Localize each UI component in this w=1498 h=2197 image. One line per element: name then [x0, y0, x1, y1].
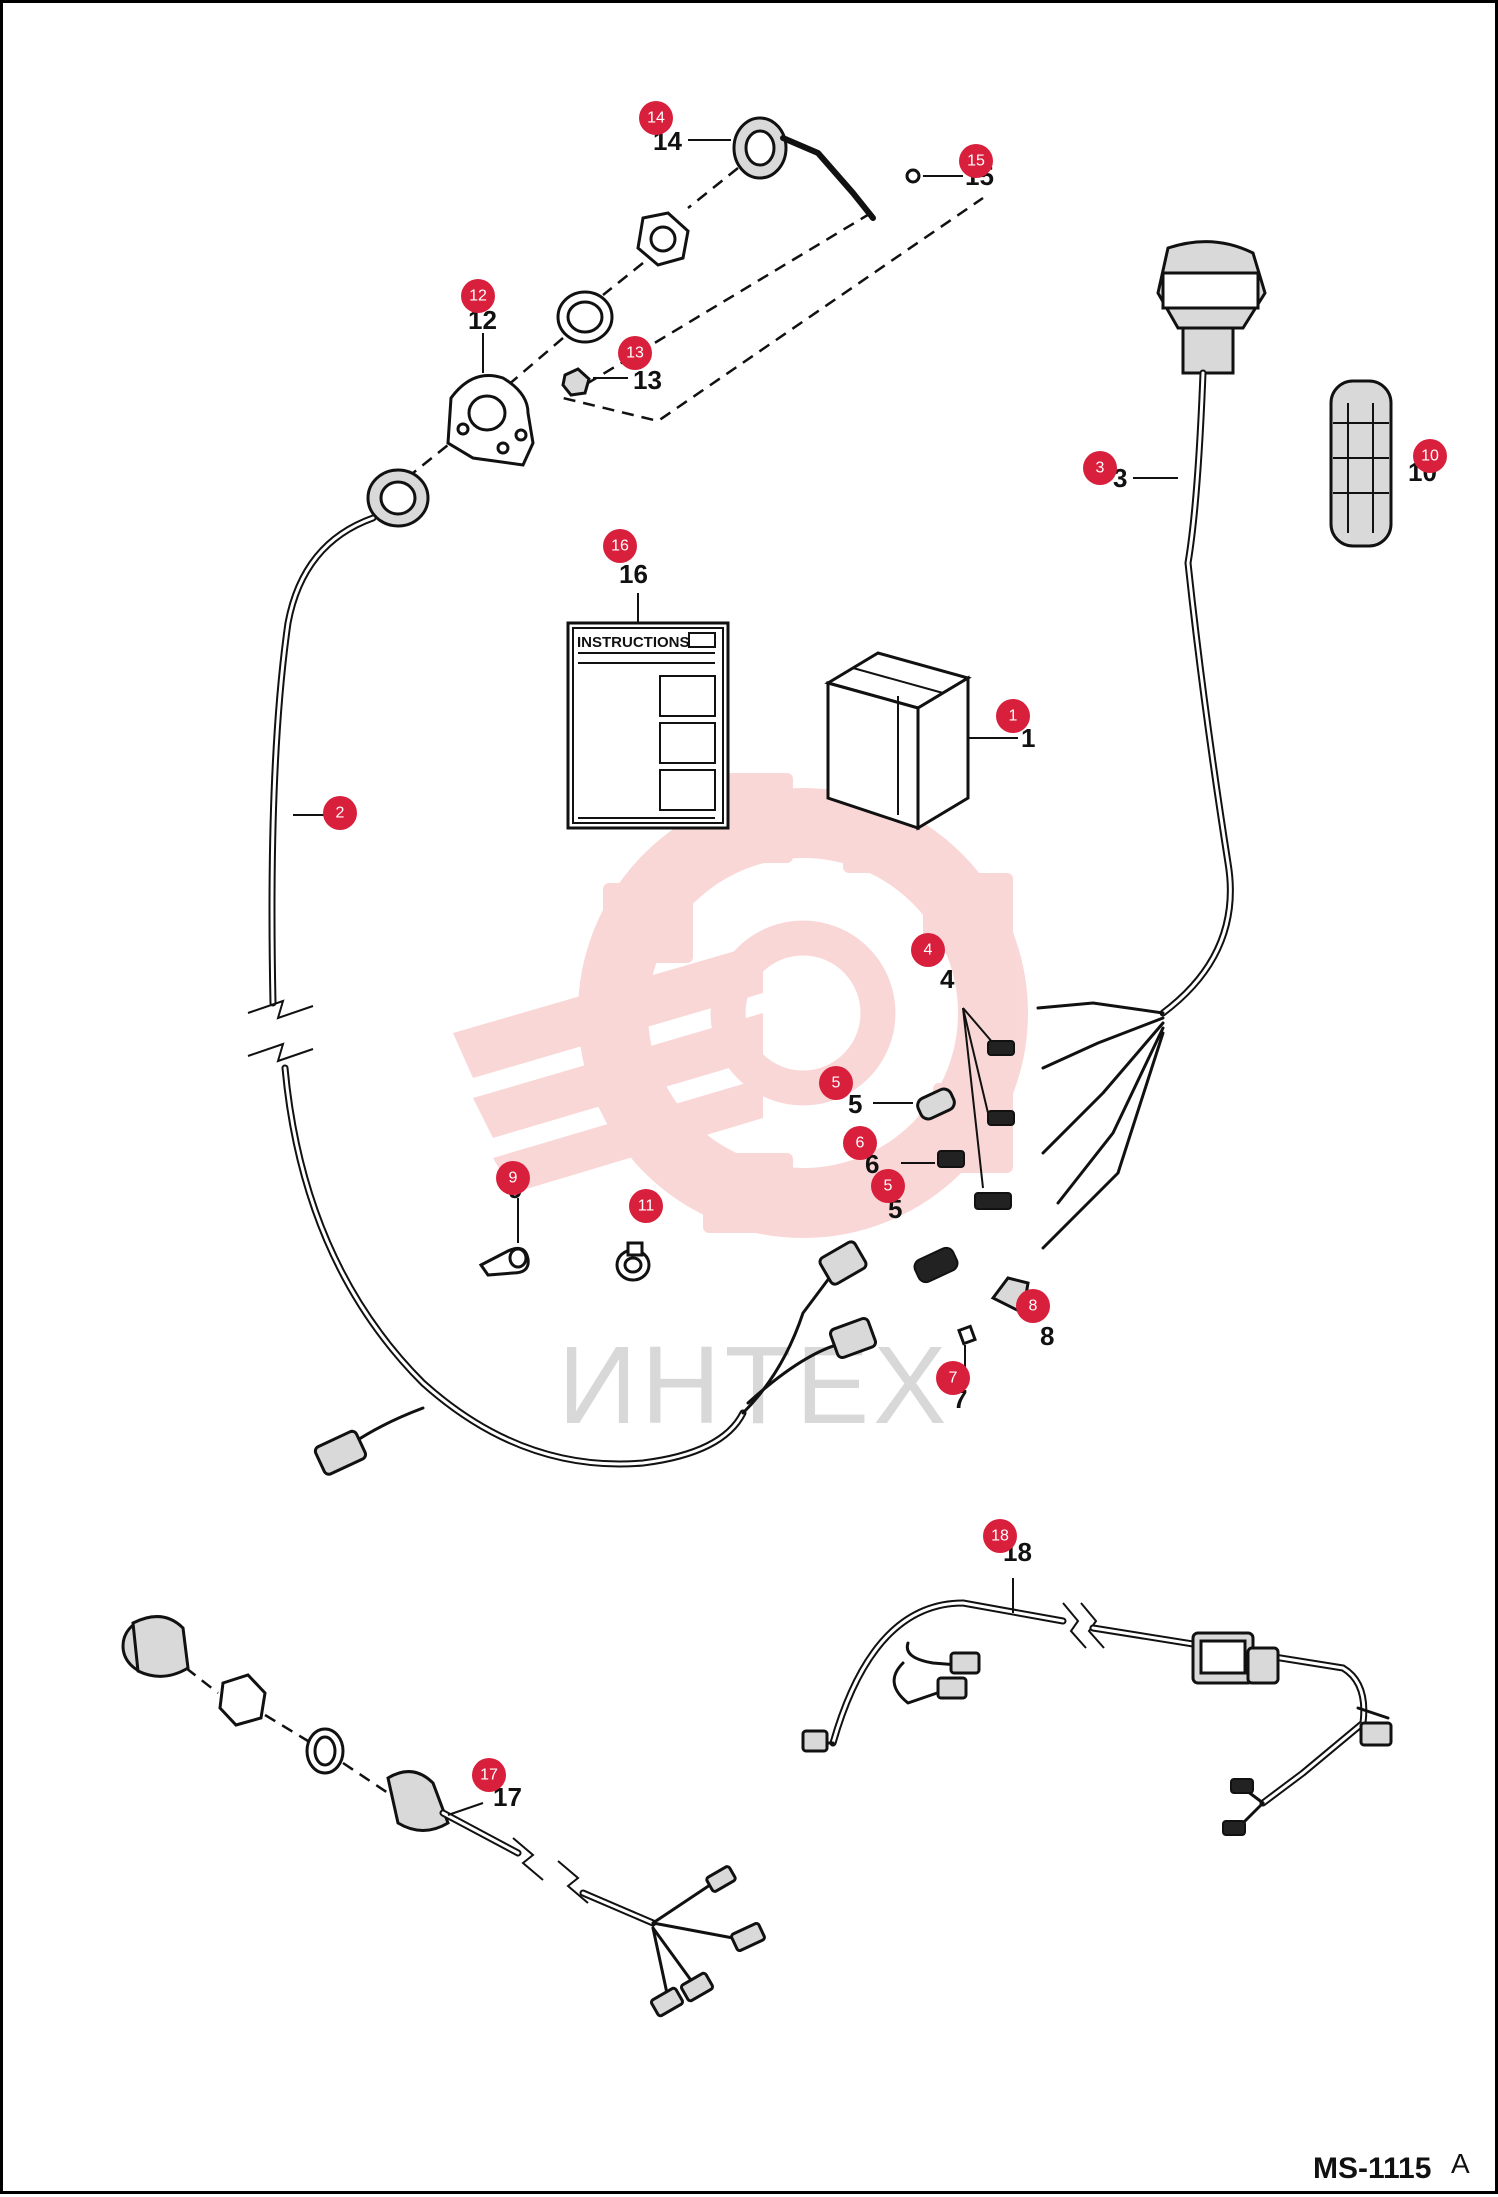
svg-text:1: 1 [1009, 708, 1018, 725]
assembly-line [687, 167, 739, 209]
drawing-revision: A [1451, 2148, 1470, 2179]
part-9-terminal [478, 1198, 530, 1277]
svg-text:2: 2 [336, 805, 345, 822]
callout-badge-15[interactable]: 15 [959, 144, 993, 178]
part-4-connectors [962, 1007, 1015, 1210]
watermark-text: ИНТЕХ [558, 1324, 950, 1447]
svg-text:18: 18 [991, 1528, 1009, 1545]
svg-text:8: 8 [1029, 1298, 1038, 1315]
part-13-nut [561, 367, 628, 397]
svg-text:16: 16 [611, 538, 629, 555]
part-16-instructions-sheet [566, 593, 730, 830]
washer-ring [556, 290, 614, 344]
callout-badge-4[interactable]: 4 [911, 933, 945, 967]
part-15-screw [905, 168, 963, 184]
callout-badge-11[interactable]: 11 [629, 1189, 663, 1223]
callout-badge-10[interactable]: 10 [1413, 439, 1447, 473]
part-2-harness [247, 468, 878, 1476]
part-10-grip [1329, 379, 1393, 548]
assembly-line [559, 196, 984, 423]
part-18-assembly [801, 1578, 1393, 1836]
callout-badge-1[interactable]: 1 [996, 699, 1030, 733]
drawing-code: MS-1115 [1313, 2152, 1431, 2185]
assembly-line [602, 262, 644, 296]
hex-nut [636, 211, 690, 267]
svg-text:3: 3 [1096, 460, 1105, 477]
svg-text:5: 5 [884, 1178, 893, 1195]
callout-badge-14[interactable]: 14 [639, 101, 673, 135]
callout-badge-2[interactable]: 2 [323, 796, 357, 830]
part-3-harness [1036, 240, 1267, 1250]
svg-text:5: 5 [832, 1075, 841, 1092]
callout-badge-6[interactable]: 6 [843, 1126, 877, 1160]
callout-badge-17[interactable]: 17 [472, 1758, 506, 1792]
part-7-clip [957, 1324, 977, 1378]
part-13-number: 13 [633, 365, 662, 395]
svg-text:13: 13 [626, 345, 644, 362]
part-17-assembly [121, 1615, 766, 2018]
part-16-number: 16 [619, 559, 648, 589]
instructions-label: INSTRUCTIONS [577, 634, 690, 651]
part-12-bracket [446, 333, 535, 467]
part-6-connector [901, 1150, 965, 1168]
callout-badge-3[interactable]: 3 [1083, 451, 1117, 485]
part-5-connector-lower [913, 1246, 959, 1284]
callout-badge-7[interactable]: 7 [936, 1361, 970, 1395]
svg-text:7: 7 [949, 1370, 958, 1387]
callout-badge-16[interactable]: 16 [603, 529, 637, 563]
svg-text:6: 6 [856, 1135, 865, 1152]
svg-text:14: 14 [647, 110, 665, 127]
callout-badge-8[interactable]: 8 [1016, 1289, 1050, 1323]
callout-badge-12[interactable]: 12 [461, 279, 495, 313]
svg-text:4: 4 [924, 942, 933, 959]
parts-diagram: ИНТЕХ 14 15 12 13 [121, 101, 1470, 2185]
part-11-clip [615, 1241, 651, 1282]
svg-text:12: 12 [469, 288, 487, 305]
part-5-connector [873, 1087, 956, 1121]
part-4-number: 4 [940, 964, 955, 994]
svg-text:17: 17 [480, 1767, 498, 1784]
part-1-box [824, 651, 1018, 831]
callout-badge-18[interactable]: 18 [983, 1519, 1017, 1553]
callout-badge-5[interactable]: 5 [819, 1066, 853, 1100]
part-8-number: 8 [1040, 1321, 1054, 1351]
svg-text:10: 10 [1421, 448, 1439, 465]
callout-badge-13[interactable]: 13 [618, 336, 652, 370]
callout-badge-5b[interactable]: 5 [871, 1169, 905, 1203]
part-14-plug [688, 116, 876, 221]
callout-badge-9[interactable]: 9 [496, 1161, 530, 1195]
svg-text:9: 9 [509, 1170, 518, 1187]
watermark-gear-logo [453, 773, 1028, 1238]
part-5-number: 5 [848, 1089, 862, 1119]
part-1-number: 1 [1021, 723, 1035, 753]
svg-text:11: 11 [638, 1198, 655, 1215]
assembly-line [492, 337, 564, 399]
svg-text:15: 15 [967, 153, 985, 170]
